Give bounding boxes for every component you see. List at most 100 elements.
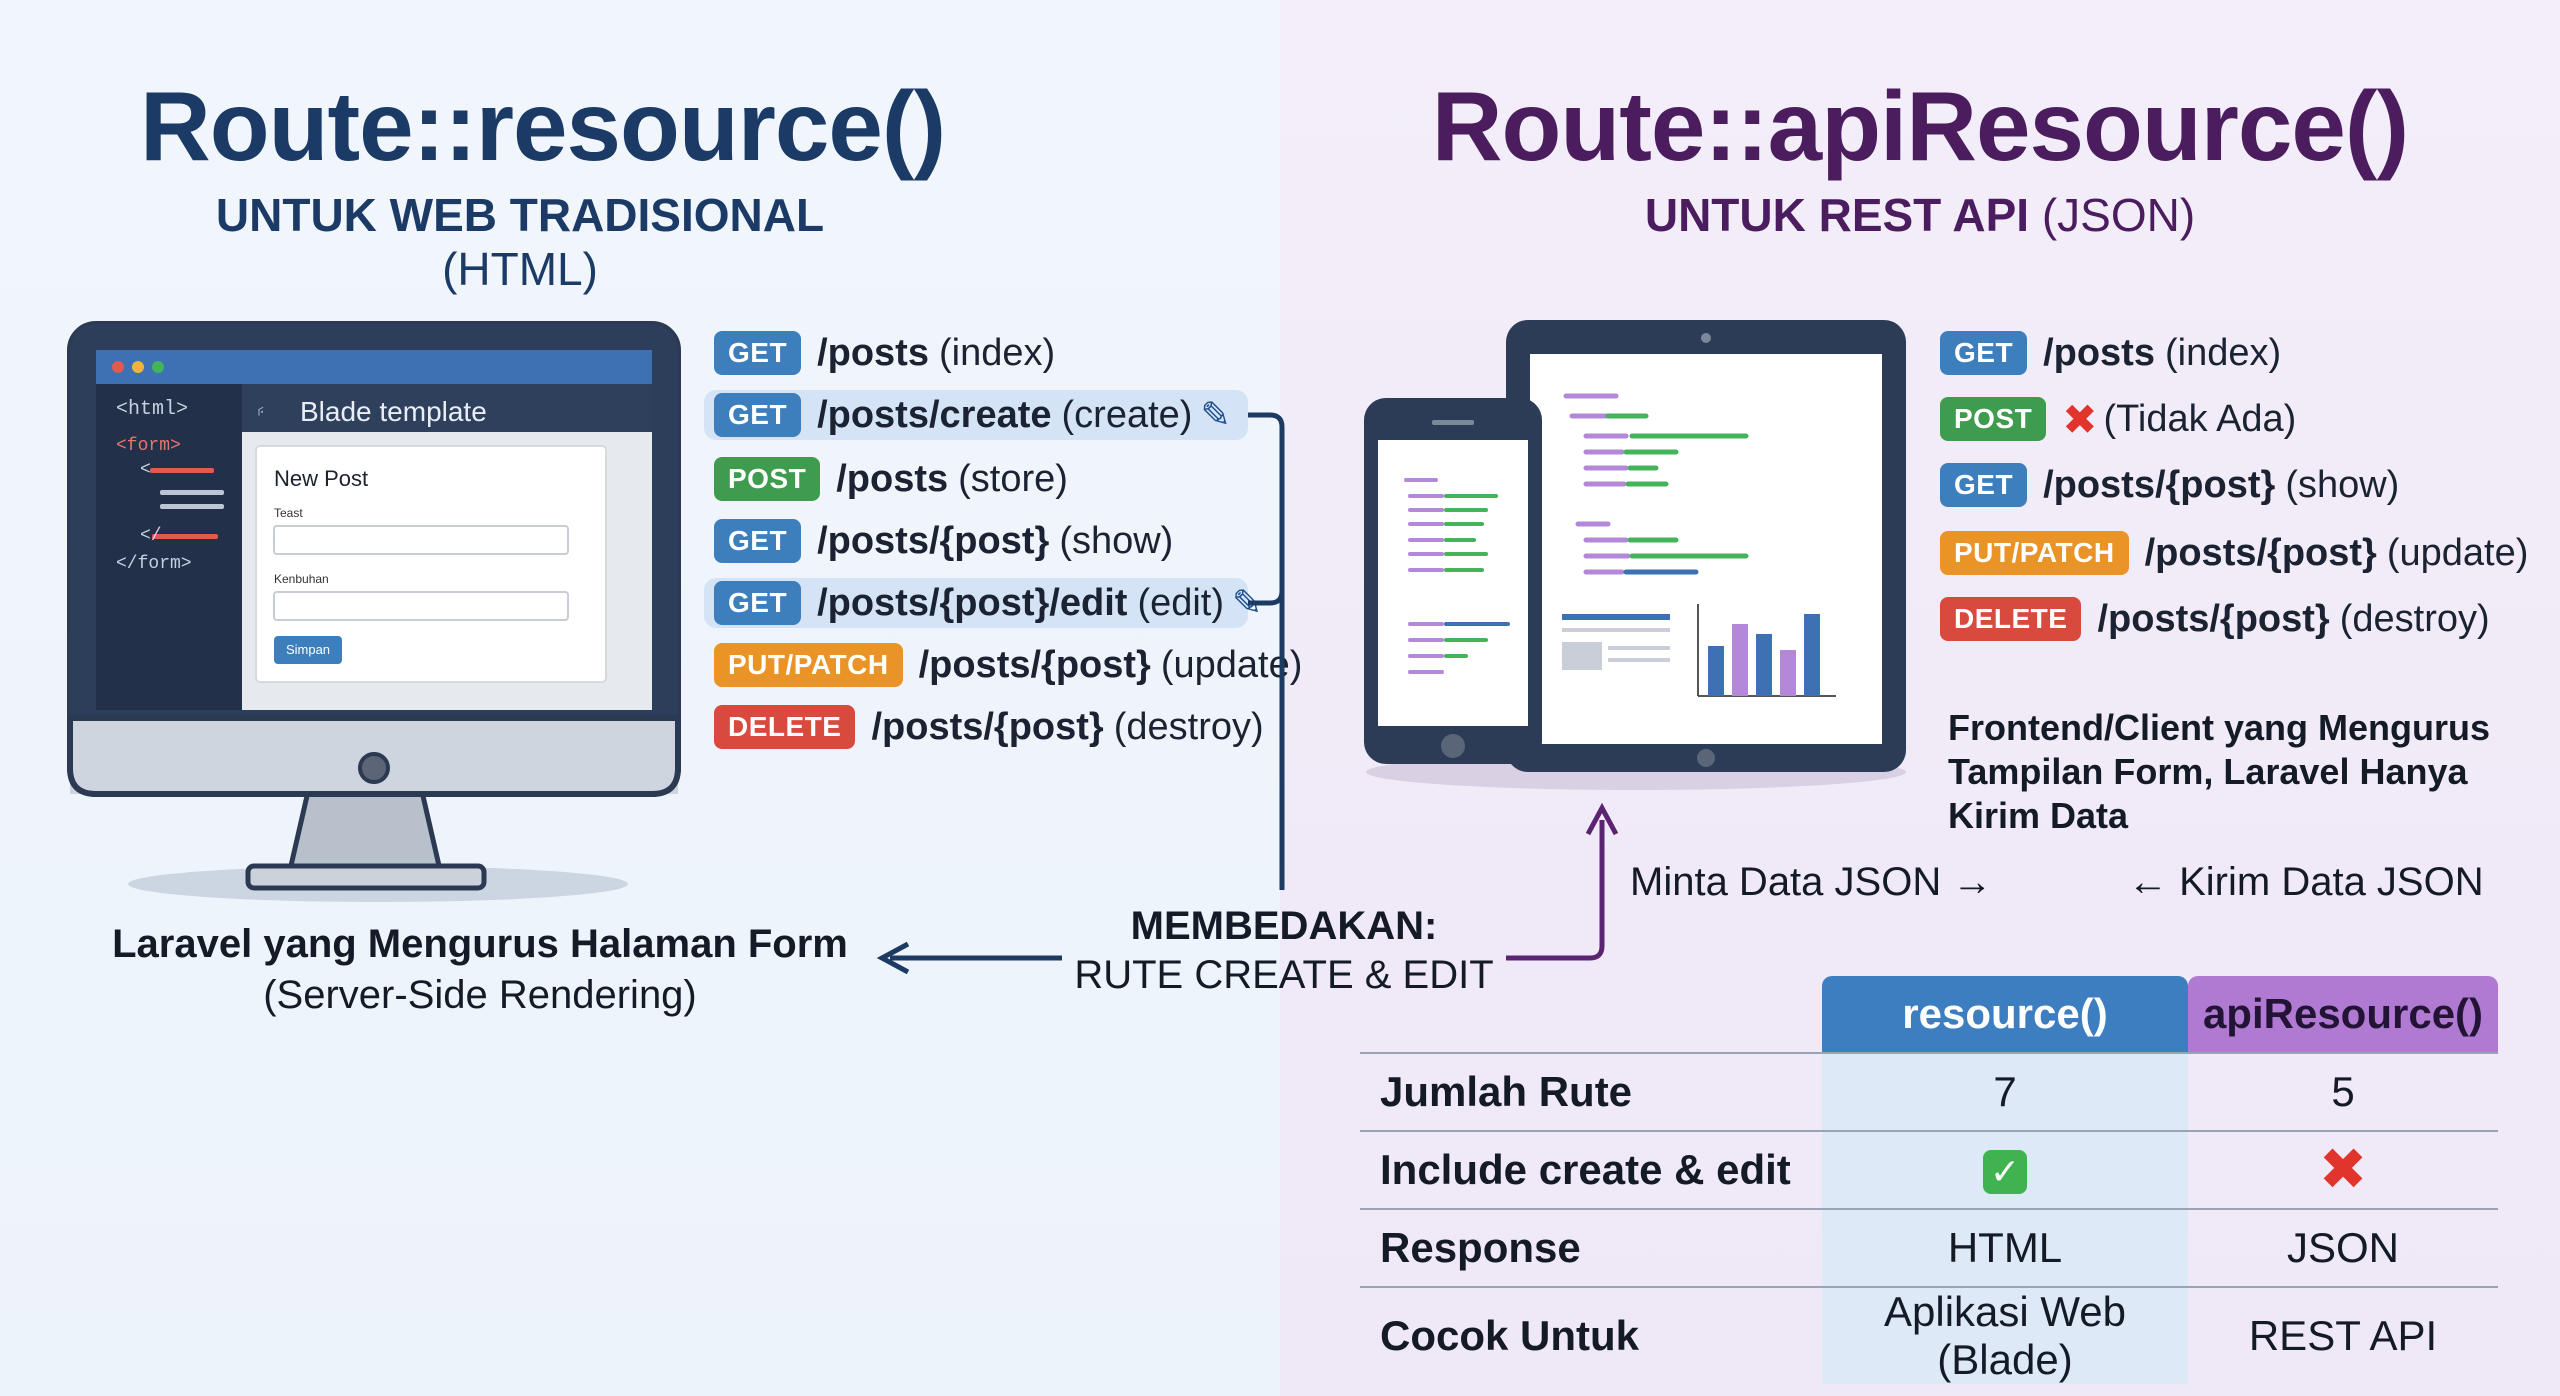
right-subtitle: UNTUK REST API (JSON) bbox=[1400, 188, 2440, 242]
response-json-label: ← Kirim Data JSON bbox=[2128, 860, 2484, 904]
code-open-bracket: < bbox=[140, 460, 151, 480]
cell-resource: ✓ bbox=[1822, 1130, 2188, 1209]
route-path: /posts/{post}/edit bbox=[817, 581, 1128, 624]
cell-resource: Aplikasi Web (Blade) bbox=[1822, 1286, 2188, 1384]
route-action: (index) bbox=[2164, 331, 2282, 374]
code-form-tag: <form> bbox=[116, 436, 181, 456]
route-row-create: GET /posts/create (create) ✎ bbox=[704, 390, 1248, 440]
cross-icon: ✖ bbox=[2062, 395, 2098, 443]
method-badge-post: POST bbox=[714, 457, 821, 501]
left-subtitle-rest: (HTML) bbox=[442, 243, 598, 295]
comparison-table: resource() apiResource() Jumlah Rute 7 5… bbox=[1360, 976, 2498, 1384]
route-row-destroy: DELETE /posts/{post} (destroy) bbox=[714, 702, 1264, 752]
route-path: /posts/create bbox=[817, 393, 1052, 436]
route-row-update: PUT/PATCH /posts/{post} (update) bbox=[714, 640, 1302, 690]
api-route-row-create-missing: POST ✖ (Tidak Ada) bbox=[1940, 394, 2296, 444]
api-note-line1: Frontend/Client yang Mengurus bbox=[1948, 707, 2491, 748]
route-path: /posts/{post} bbox=[871, 705, 1104, 748]
route-path: /posts/{post} bbox=[2043, 463, 2276, 506]
route-action: (show) bbox=[1059, 519, 1174, 562]
left-subtitle-bold: UNTUK WEB TRADISIONAL bbox=[215, 189, 825, 241]
method-badge-get: GET bbox=[1940, 331, 2028, 375]
table-row: Response HTML JSON bbox=[1360, 1208, 2498, 1287]
method-badge-get: GET bbox=[1940, 463, 2028, 507]
left-caption: Laravel yang Mengurus Halaman Form (Serv… bbox=[60, 922, 900, 1018]
route-row-edit: GET /posts/{post}/edit (edit) ✎ bbox=[704, 578, 1262, 628]
center-label: MEMBEDAKAN: RUTE CREATE & EDIT bbox=[1062, 904, 1506, 998]
api-note-line3: Kirim Data bbox=[1948, 795, 2129, 836]
route-action: (index) bbox=[938, 331, 1056, 374]
method-badge-get: GET bbox=[714, 393, 802, 437]
left-subtitle: UNTUK WEB TRADISIONAL (HTML) bbox=[140, 188, 900, 296]
api-note: Frontend/Client yang Mengurus Tampilan F… bbox=[1948, 706, 2490, 838]
route-action: (edit) bbox=[1137, 581, 1225, 624]
cell-api: REST API bbox=[2188, 1286, 2498, 1384]
tablet-phone-illustration bbox=[1364, 320, 1906, 790]
edit-icon: ⸄ bbox=[256, 404, 266, 426]
table-header-api-resource: apiResource() bbox=[2188, 976, 2498, 1053]
table-row: Cocok Untuk Aplikasi Web (Blade) REST AP… bbox=[1360, 1286, 2498, 1384]
api-route-row-update: PUT/PATCH /posts/{post} (update) bbox=[1940, 528, 2528, 578]
route-path: /posts/{post} bbox=[918, 643, 1151, 686]
form-title: New Post bbox=[274, 466, 369, 491]
right-title: Route::apiResource() bbox=[1431, 71, 2409, 181]
table-row: Jumlah Rute 7 5 bbox=[1360, 1052, 2498, 1131]
method-badge-delete: DELETE bbox=[714, 705, 856, 749]
method-badge-get: GET bbox=[714, 519, 802, 563]
form-submit-button: Simpan bbox=[285, 642, 331, 657]
route-path: /posts bbox=[2043, 331, 2155, 374]
route-action: (update) bbox=[2386, 531, 2529, 574]
method-badge-post: POST bbox=[1940, 397, 2047, 441]
form-field1-label: Teast bbox=[274, 506, 303, 520]
row-label: Response bbox=[1360, 1208, 1822, 1287]
left-caption-bold: Laravel yang Mengurus Halaman Form bbox=[112, 922, 848, 966]
api-route-row-destroy: DELETE /posts/{post} (destroy) bbox=[1940, 594, 2490, 644]
request-json-label: Minta Data JSON → bbox=[1630, 860, 1993, 904]
cross-icon: ✖ bbox=[2318, 1137, 2368, 1202]
route-row-show: GET /posts/{post} (show) bbox=[714, 516, 1173, 566]
desktop-monitor-illustration bbox=[67, 321, 681, 891]
code-close-bracket: </ bbox=[140, 526, 162, 546]
center-label-line1: MEMBEDAKAN: bbox=[1130, 904, 1438, 948]
api-route-row-show: GET /posts/{post} (show) bbox=[1940, 460, 2399, 510]
route-action: (destroy) bbox=[1113, 705, 1264, 748]
table-header-resource: resource() bbox=[1822, 976, 2188, 1053]
route-action: (Tidak Ada) bbox=[2103, 397, 2297, 440]
row-label: Include create & edit bbox=[1360, 1130, 1822, 1209]
route-action: (store) bbox=[958, 457, 1068, 500]
method-badge-get: GET bbox=[714, 581, 802, 625]
route-action: (update) bbox=[1160, 643, 1303, 686]
method-badge-put-patch: PUT/PATCH bbox=[1940, 531, 2129, 575]
form-field2-label: Kenbuhan bbox=[274, 572, 329, 586]
method-badge-delete: DELETE bbox=[1940, 597, 2082, 641]
check-icon: ✓ bbox=[1983, 1150, 2027, 1194]
code-form-close-tag: </form> bbox=[116, 554, 192, 574]
route-row-store: POST /posts (store) bbox=[714, 454, 1068, 504]
route-row-index: GET /posts (index) bbox=[714, 328, 1055, 378]
method-badge-put-patch: PUT/PATCH bbox=[714, 643, 903, 687]
route-action: (show) bbox=[2285, 463, 2400, 506]
cell-resource: HTML bbox=[1822, 1208, 2188, 1287]
route-action: (destroy) bbox=[2339, 597, 2490, 640]
pencil-icon: ✎ bbox=[1200, 394, 1231, 435]
left-title: Route::resource() bbox=[140, 71, 946, 181]
right-subtitle-rest: (JSON) bbox=[2041, 189, 2196, 241]
cell-api: 5 bbox=[2188, 1052, 2498, 1131]
route-path: /posts/{post} bbox=[2097, 597, 2330, 640]
row-label: Cocok Untuk bbox=[1360, 1286, 1822, 1384]
left-caption-rest: (Server-Side Rendering) bbox=[263, 973, 697, 1017]
route-path: /posts/{post} bbox=[817, 519, 1050, 562]
method-badge-get: GET bbox=[714, 331, 802, 375]
cell-api: ✖ bbox=[2188, 1130, 2498, 1209]
cell-api: JSON bbox=[2188, 1208, 2498, 1287]
api-note-line2: Tampilan Form, Laravel Hanya bbox=[1948, 751, 2468, 792]
api-route-row-index: GET /posts (index) bbox=[1940, 328, 2281, 378]
center-label-line2: RUTE CREATE & EDIT bbox=[1074, 953, 1494, 997]
cell-resource: 7 bbox=[1822, 1052, 2188, 1131]
route-path: /posts bbox=[836, 457, 949, 500]
table-corner bbox=[1360, 976, 1822, 1053]
table-row: Include create & edit ✓ ✖ bbox=[1360, 1130, 2498, 1209]
route-path: /posts bbox=[817, 331, 929, 374]
editor-tab-label: Blade template bbox=[300, 396, 487, 427]
